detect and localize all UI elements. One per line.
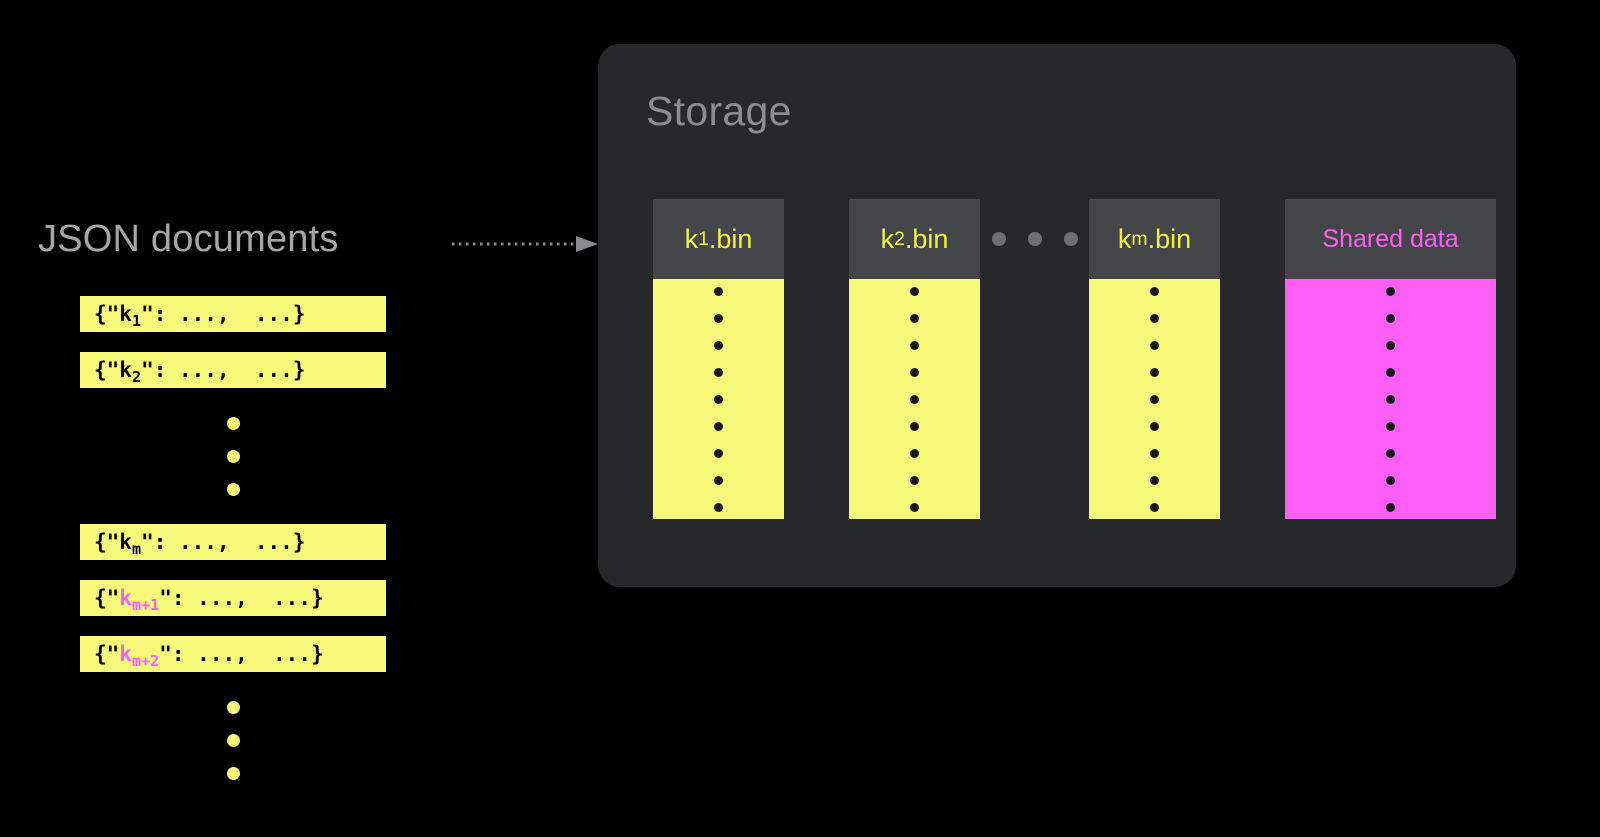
record-dot	[1386, 286, 1395, 296]
record-dot	[1386, 313, 1395, 323]
ellipsis-dot	[226, 766, 240, 780]
record-dot	[910, 367, 919, 377]
vertical-ellipsis-icon	[80, 692, 386, 788]
json-document-text: {"k1": ..., ...}	[94, 301, 306, 330]
bin-body	[849, 279, 980, 519]
record-dot	[1386, 367, 1395, 377]
record-dot	[910, 394, 919, 404]
vertical-ellipsis-icon	[80, 408, 386, 504]
record-dot	[910, 475, 919, 485]
list-item: {"km+1": ..., ...}	[80, 580, 386, 616]
record-dot	[1386, 448, 1395, 458]
ellipsis-dot	[226, 482, 240, 496]
doc-key-subscript: 1	[131, 311, 142, 330]
ellipsis-dot	[226, 700, 240, 714]
json-document-text: {"k2": ..., ...}	[94, 357, 306, 386]
storage-bin-shared-data[interactable]: Shared data	[1285, 199, 1496, 519]
record-dot	[1150, 313, 1159, 323]
record-dot	[1386, 394, 1395, 404]
bin-body	[1285, 279, 1496, 519]
doc-key-subscript: m	[131, 539, 142, 558]
bin-body	[653, 279, 784, 519]
ellipsis-dot	[991, 232, 1006, 246]
record-dot	[1150, 367, 1159, 377]
record-dot	[910, 421, 919, 431]
record-dot	[910, 313, 919, 323]
storage-title: Storage	[646, 88, 792, 134]
record-dot	[1386, 421, 1395, 431]
json-documents-title: JSON documents	[38, 218, 339, 260]
doc-key-subscript: 2	[131, 367, 142, 386]
list-item: {"km+2": ..., ...}	[80, 636, 386, 672]
record-dot	[714, 448, 723, 458]
doc-key-subscript: m+2	[131, 651, 160, 670]
doc-key: k	[119, 529, 132, 554]
record-dot	[714, 421, 723, 431]
doc-key-subscript: m+1	[131, 595, 160, 614]
ellipsis-dot	[226, 449, 240, 463]
ellipsis-dot	[226, 733, 240, 747]
list-item: {"k1": ..., ...}	[80, 296, 386, 332]
doc-key: k	[119, 301, 132, 326]
json-document-list: {"k1": ..., ...} {"k2": ..., ...} {"km":…	[80, 296, 400, 808]
record-dot	[910, 286, 919, 296]
record-dot	[1150, 448, 1159, 458]
list-item: {"km": ..., ...}	[80, 524, 386, 560]
record-dot	[714, 367, 723, 377]
bin-body	[1089, 279, 1220, 519]
horizontal-ellipsis-icon	[980, 199, 1089, 279]
flow-arrow-icon	[452, 236, 598, 252]
record-dot	[1150, 286, 1159, 296]
record-dot	[714, 340, 723, 350]
record-dot	[714, 394, 723, 404]
record-dot	[1150, 340, 1159, 350]
record-dot	[714, 286, 723, 296]
ellipsis-dot	[1063, 232, 1078, 246]
record-dot	[1150, 394, 1159, 404]
record-dot	[714, 475, 723, 485]
doc-key: k	[119, 357, 132, 382]
record-dot	[714, 313, 723, 323]
json-document-text: {"km+2": ..., ...}	[94, 641, 324, 670]
record-dot	[1386, 340, 1395, 350]
record-dot	[714, 502, 723, 512]
doc-key: k	[119, 585, 132, 610]
ellipsis-dot	[1027, 232, 1042, 246]
record-dot	[910, 448, 919, 458]
doc-key: k	[119, 641, 132, 666]
json-documents-section: JSON documents {"k1": ..., ...} {"k2": .…	[0, 0, 600, 837]
bin-header-label: Shared data	[1285, 199, 1496, 279]
record-dot	[910, 340, 919, 350]
arrow-head	[576, 236, 598, 252]
json-document-text: {"km": ..., ...}	[94, 529, 306, 558]
record-dot	[1150, 475, 1159, 485]
record-dot	[1386, 502, 1395, 512]
ellipsis-dot	[226, 416, 240, 430]
json-document-text: {"km+1": ..., ...}	[94, 585, 324, 614]
record-dot	[1150, 421, 1159, 431]
list-item: {"k2": ..., ...}	[80, 352, 386, 388]
record-dot	[1150, 502, 1159, 512]
record-dot	[910, 502, 919, 512]
record-dot	[1386, 475, 1395, 485]
